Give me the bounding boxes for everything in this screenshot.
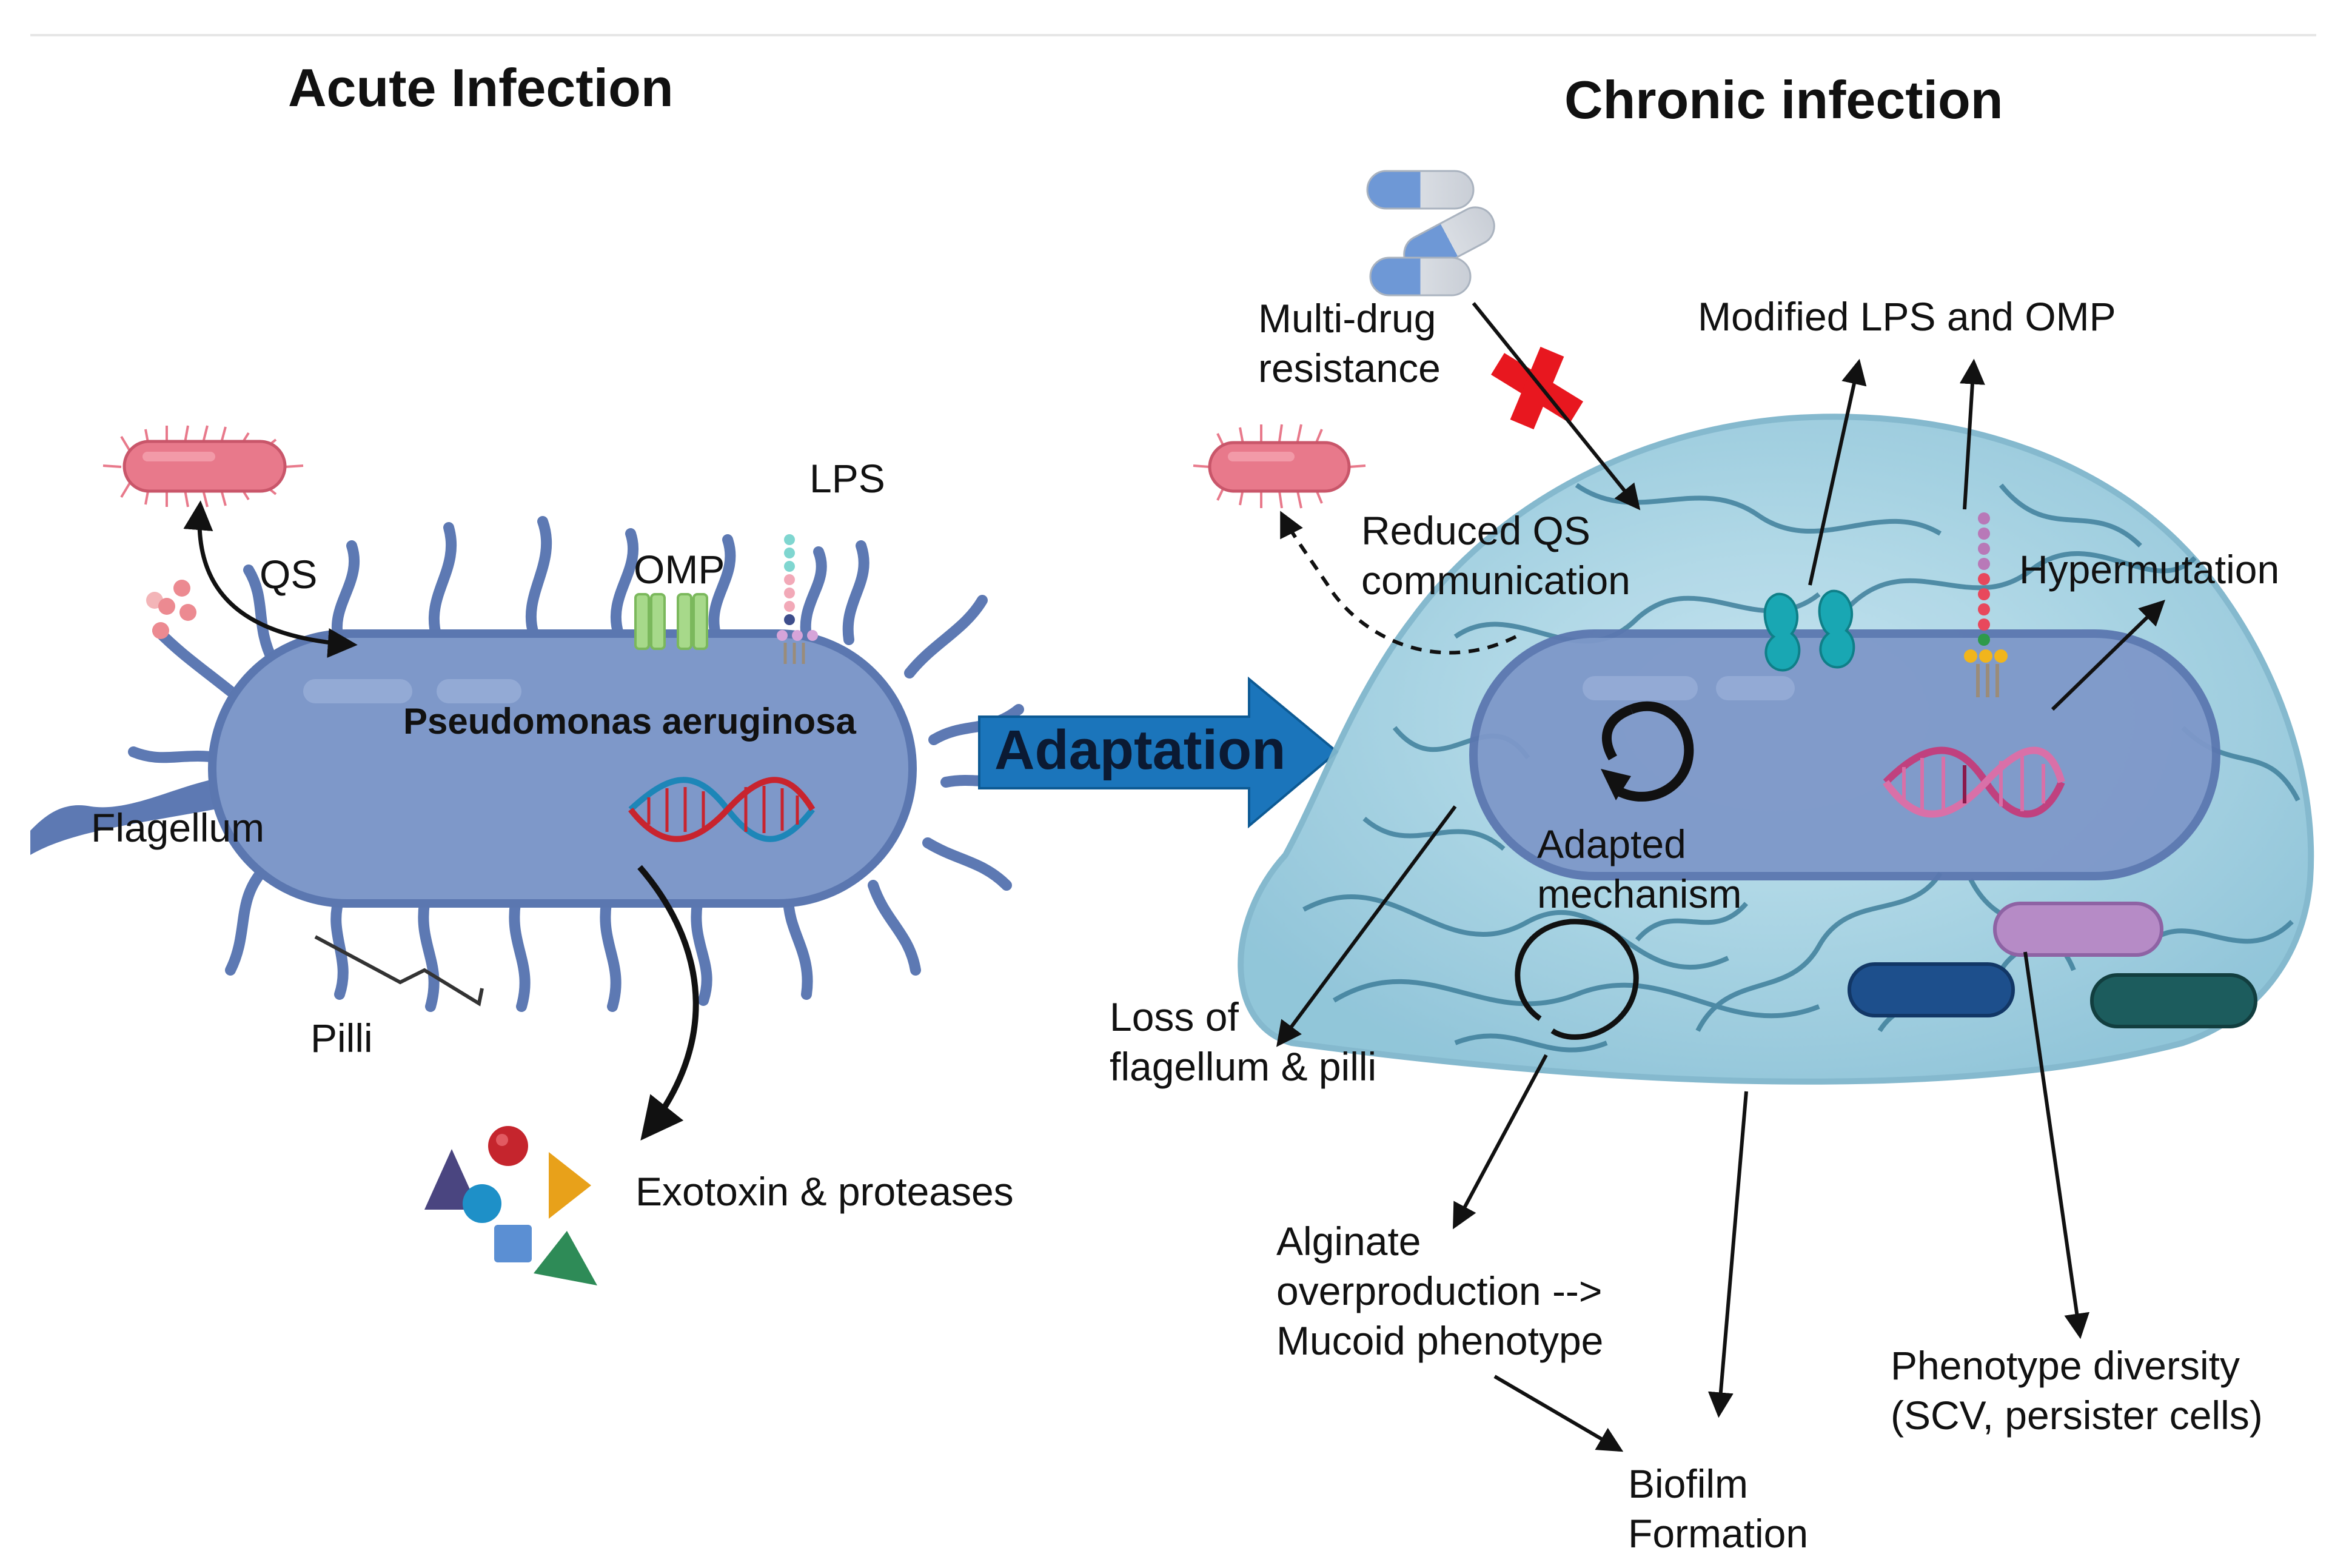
adaptation-arrow: Adaptation [978,676,1339,829]
plasmid-icon [1515,919,1639,1040]
modified-omp-icon [1763,589,1855,672]
biofilm-label-1: Biofilm [1628,1461,1748,1506]
loss-arrow [1276,805,1457,1047]
exotoxin-label: Exotoxin & proteases [635,1169,1014,1214]
reduced-qs-label-2: communication [1361,558,1630,603]
lps-label: LPS [809,456,885,501]
pilli-label: Pilli [310,1016,373,1060]
pills-icon [1366,170,1495,297]
adapted-label-2: mechanism [1537,871,1741,916]
exotoxin-arrow [637,865,699,1141]
loss-label-1: Loss of [1110,994,1239,1039]
alginate-label-3: Mucoid phenotype [1276,1318,1603,1363]
alginate-label-1: Alginate [1276,1219,1421,1264]
alginate-label-2: overproduction --> [1276,1268,1602,1313]
multidrug-label-1: Multi-drug [1258,296,1436,341]
phenotype-label-2: (SCV, persister cells) [1891,1393,2263,1438]
acute-title: Acute Infection [288,58,674,118]
adapted-label-1: Adapted [1537,822,1686,866]
mutated-dna-icon [1883,746,2065,818]
omp-channel-icon [634,593,708,650]
chronic-arrows [1276,302,2166,1452]
reduced-qs-label-1: Reduced QS [1361,508,1590,553]
qs-molecule-icon [146,580,196,639]
chronic-title: Chronic infection [1564,70,2003,130]
biofilm-arrow [1707,1091,1748,1418]
modified-lps-arrow [1959,358,1985,510]
bacterium-body [208,629,917,908]
qs-label: QS [260,552,317,597]
alginate-to-biofilm-arrow [1493,1375,1624,1452]
modified-lps-icon [1964,512,2008,697]
body-highlight [303,679,412,703]
modified-omp-arrow [1808,358,1867,586]
phenotype-arrow [2023,951,2090,1339]
modified-label: Modified LPS and OMP [1698,294,2116,339]
lps-chain-icon [777,534,818,664]
dna-helix-icon [628,777,816,842]
alginate-arrow [1453,1054,1548,1230]
hypermutation-label: Hypermutation [2019,547,2279,592]
hypermutation-arrow [2051,600,2166,711]
small-bacterium-chronic-icon [1193,424,1366,509]
pilli-bracket [314,935,484,1007]
phenotype-label-1: Phenotype diversity [1891,1343,2240,1388]
biofilm-label-2: Formation [1628,1511,1808,1556]
qs-arrow [183,500,358,658]
flagellum [30,776,230,855]
phenotype-cells-icon [1848,902,2257,1028]
flagellum-label: Flagellum [91,805,264,850]
block-x-icon [1490,346,1584,430]
adaptation-label: Adaptation [994,719,1285,781]
exotoxin-shapes-icon [424,1126,597,1285]
multidrug-label-2: resistance [1258,346,1441,390]
reduced-qs-arrow [1280,511,1517,655]
multidrug-arrow [1472,302,1641,511]
adapted-cycle-icon [1617,701,1694,802]
small-bacterium-icon [102,425,304,508]
loss-label-2: flagellum & pilli [1110,1044,1376,1089]
omp-label: OMP [634,547,725,592]
organism-label: Pseudomonas aeruginosa [403,701,856,742]
